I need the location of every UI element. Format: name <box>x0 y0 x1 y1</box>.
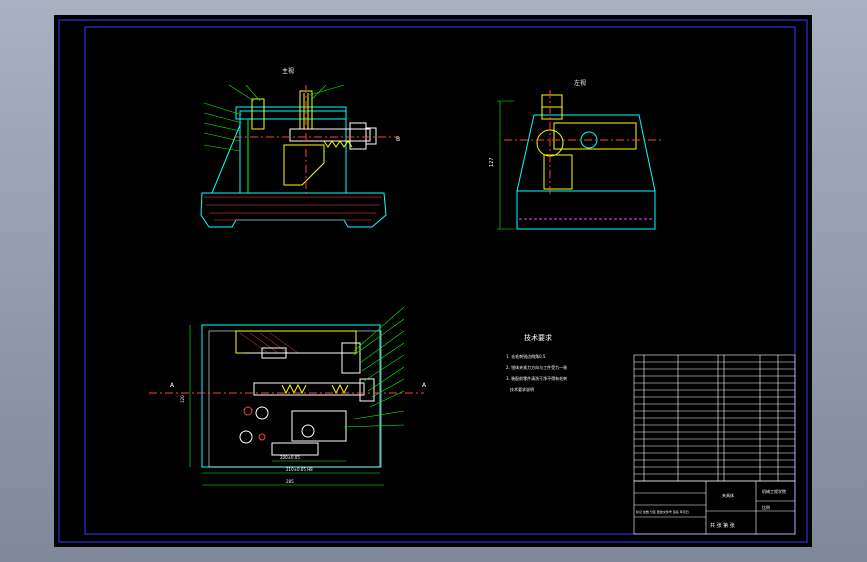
front-leaders <box>203 84 345 152</box>
plan-screw <box>253 382 365 396</box>
plan-mark-left: A <box>170 382 175 389</box>
inner-frame <box>84 26 796 535</box>
title-revision: 标记 处数 分区 更改文件号 签名 年月日 <box>636 509 689 514</box>
side-base <box>516 190 656 230</box>
plan-top-block <box>235 330 357 354</box>
tech-req-item-3: 3. 装配前零件清洗干净不得有毛刺 <box>506 375 567 381</box>
side-bolt-head <box>541 94 563 108</box>
plan-nut <box>359 378 375 402</box>
plan-dim-left: 120 <box>180 395 185 403</box>
side-bolt <box>541 106 563 120</box>
side-view-title: 左视 <box>574 79 586 87</box>
tech-req-item-1: 1. 去毛刺锐边倒角0.5 <box>506 353 546 359</box>
plan-pin-2 <box>258 433 266 441</box>
plan-slot <box>271 442 319 456</box>
plan-dim-inner: 200±0.05 <box>280 455 300 460</box>
plan-mark-right: A <box>422 382 427 389</box>
parts-list-rows <box>634 361 795 475</box>
side-height-dim <box>497 100 514 230</box>
plan-spring-2 <box>331 383 349 395</box>
title-block-frame <box>633 480 796 535</box>
plan-dim-mid: 210±0.05 H8 <box>286 467 313 472</box>
front-jaw <box>283 144 325 186</box>
title-sheet: 共 张 第 张 <box>710 522 735 529</box>
cad-drawing: 主视 <box>58 19 808 543</box>
plan-eccentric <box>301 424 315 438</box>
plan-dim-overall: 285 <box>286 479 294 484</box>
front-base-hatch <box>204 196 382 221</box>
drawing-sheet: 主视 <box>54 15 812 547</box>
tech-req-title: 技术要求 <box>524 333 552 342</box>
title-scale: 比例 <box>762 504 770 510</box>
section-mark: B <box>396 136 400 143</box>
plan-pin-1 <box>243 406 253 416</box>
tech-req-item-4: 技术要求说明 <box>510 386 534 392</box>
front-screw <box>289 128 371 142</box>
front-base <box>200 192 387 228</box>
title-designation: 夹具体 <box>722 492 734 498</box>
tech-requirements: 技术要求 1. 去毛刺锐边倒角0.5 2. 钳体夹紧力方向与工件受力一致 3. … <box>506 333 567 392</box>
side-block <box>543 154 573 190</box>
plan-outline <box>201 324 381 468</box>
front-bolt-thread <box>303 93 309 129</box>
front-body <box>239 110 347 194</box>
front-view: 主视 <box>200 67 400 228</box>
plan-spring-1 <box>281 383 307 395</box>
plan-view: 200±0.05 210±0.05 H8 285 120 A A <box>149 306 427 486</box>
plan-clamp-top <box>341 342 361 374</box>
plan-hole-2 <box>239 430 253 444</box>
side-body <box>516 114 656 192</box>
outer-frame <box>58 19 808 543</box>
side-view: 左视 127 <box>489 79 664 230</box>
plan-jaw <box>291 410 347 442</box>
title-school: 机械工程学院 <box>762 488 786 494</box>
front-handle <box>365 127 377 145</box>
front-column-left <box>211 124 241 194</box>
plan-hole-1 <box>255 406 269 420</box>
front-bolt-left <box>251 98 265 130</box>
front-view-title: 主视 <box>282 67 294 75</box>
plan-leaders <box>343 306 405 428</box>
tech-req-item-2: 2. 钳体夹紧力方向与工件受力一致 <box>506 364 567 370</box>
plan-dims <box>202 460 384 486</box>
front-spring <box>323 140 353 148</box>
front-nut <box>349 122 367 150</box>
plan-hatch <box>239 332 299 354</box>
side-jaw <box>553 122 637 150</box>
plan-inner <box>208 330 382 468</box>
side-height-text: 127 <box>489 157 495 167</box>
title-block: 夹具体 机械工程学院 比例 共 张 第 张 标记 处数 分区 更改文件号 签名 … <box>633 354 796 535</box>
